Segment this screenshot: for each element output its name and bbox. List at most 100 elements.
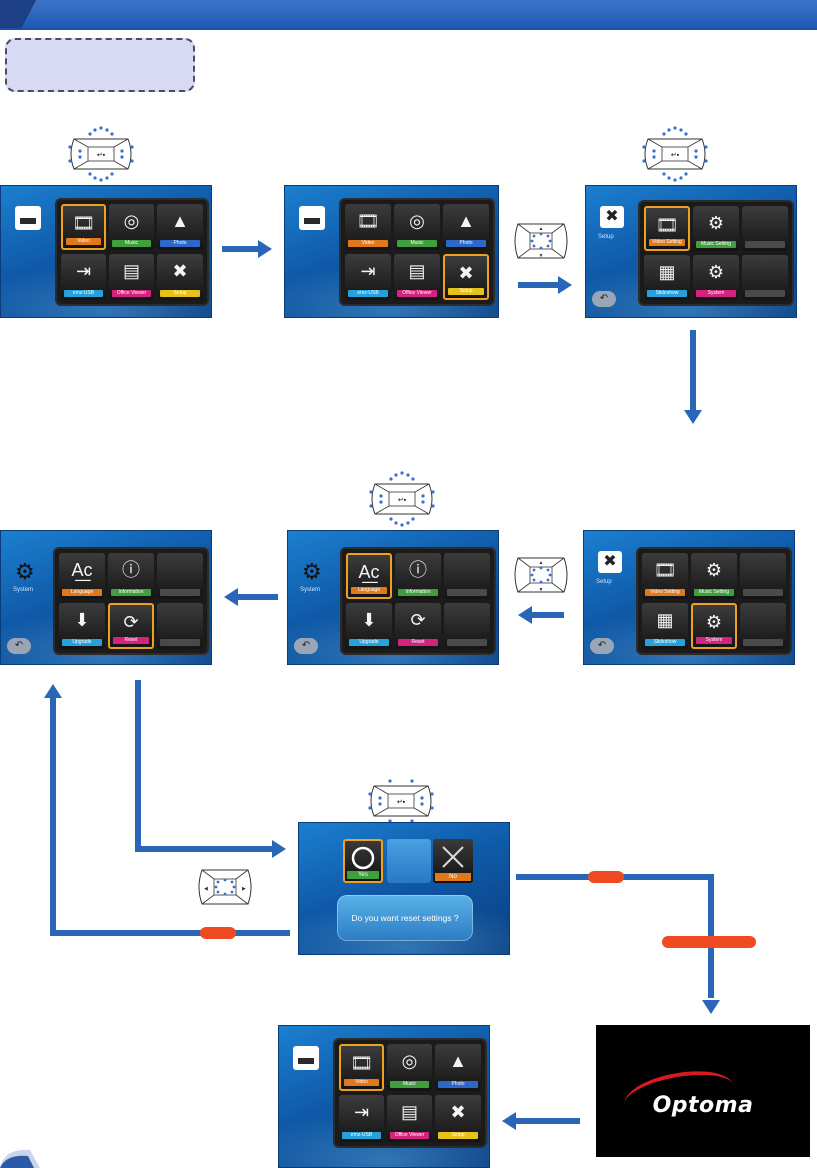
disc-icon: ◎ xyxy=(401,1051,418,1071)
menu-tile-video[interactable]: 🎞Video xyxy=(339,1044,384,1091)
language-icon: A͟c xyxy=(71,560,93,580)
dialog-no-button[interactable]: No xyxy=(433,839,473,883)
system-tile-reset[interactable]: ⟳Reset xyxy=(108,603,154,649)
reset-icon: ⟳ xyxy=(410,610,426,630)
svg-text:▶: ▶ xyxy=(242,886,246,892)
flow-arrowhead xyxy=(224,588,238,606)
flow-arrowhead xyxy=(518,606,532,624)
slideshow-icon: ▦ xyxy=(656,610,674,630)
home-menu-screen: 🎞Video ◎Music ▲Photo ⇥emz-USB ▤Office Vi… xyxy=(0,185,212,318)
menu-tile-usb[interactable]: ⇥emz-USB xyxy=(61,254,106,300)
remote-keypad-down-icon: ▲ ▼ xyxy=(514,223,568,259)
menu-tile-usb[interactable]: ⇥emz-USB xyxy=(339,1095,384,1142)
system-tile-empty xyxy=(444,603,490,649)
key-highlight-marker xyxy=(662,936,756,948)
menu-tile-video[interactable]: 🎞Video xyxy=(345,204,391,250)
menu-tile-setup[interactable]: ✖Setup xyxy=(435,1095,481,1142)
film-icon: 🎞 xyxy=(655,215,679,235)
setup-tile-music-setting[interactable]: ⚙Music Setting xyxy=(691,553,737,599)
menu-tile-music[interactable]: ◎Music xyxy=(387,1044,432,1091)
page-header-rule xyxy=(0,28,817,30)
svg-text:↵▪: ↵▪ xyxy=(397,799,406,806)
remote-keypad-enter-icon: ↵▪ xyxy=(68,126,134,182)
disc-icon: ◎ xyxy=(409,211,425,231)
menu-tile-usb[interactable]: ⇥emz-USB xyxy=(345,254,391,300)
document-icon: ▤ xyxy=(400,1102,418,1122)
photo-icon: ▲ xyxy=(457,211,475,231)
system-tile-empty xyxy=(157,603,203,649)
back-button[interactable]: ↶ xyxy=(590,638,614,654)
setup-tile-system[interactable]: ⚙System xyxy=(691,603,737,649)
menu-tile-photo[interactable]: ▲Photo xyxy=(435,1044,481,1091)
system-tile-empty xyxy=(444,553,490,599)
setup-tile-music-setting[interactable]: ⚙Music Setting xyxy=(693,206,739,251)
upgrade-icon: ⬇ xyxy=(361,610,377,630)
remote-keypad-enter-icon: ↵▪ xyxy=(368,779,434,823)
setup-tile-system[interactable]: ⚙System xyxy=(693,255,739,300)
flow-arrowhead xyxy=(558,276,572,294)
menu-tile-music[interactable]: ◎Music xyxy=(394,204,440,250)
film-icon: 🎞 xyxy=(653,560,677,580)
menu-tile-setup[interactable]: ✖Setup xyxy=(443,254,489,300)
setup-tile-slideshow[interactable]: ▦Slideshow xyxy=(644,255,690,300)
info-icon: ⓘ xyxy=(122,560,140,580)
usb-input-icon: ⇥ xyxy=(353,1102,370,1122)
home-menu-screen-setup-selected: 🎞Video ◎Music ▲Photo ⇥emz-USB ▤Office Vi… xyxy=(284,185,499,318)
gears-icon: ⚙ xyxy=(302,559,322,584)
usb-input-icon: ⇥ xyxy=(360,261,376,281)
menu-tile-office-viewer[interactable]: ▤Office Viewer xyxy=(109,254,154,300)
svg-text:↵▪: ↵▪ xyxy=(97,152,106,159)
flow-arrow-left xyxy=(530,612,564,618)
flow-arrow-right xyxy=(222,246,258,252)
menu-tile-photo[interactable]: ▲Photo xyxy=(443,204,489,250)
system-tile-empty xyxy=(157,553,203,599)
system-tile-upgrade[interactable]: ⬇Upgrade xyxy=(59,603,105,649)
svg-text:▼: ▼ xyxy=(539,587,544,593)
home-menu-screen-final: 🎞Video ◎Music ▲Photo ⇥emz-USB ▤Office Vi… xyxy=(278,1025,490,1168)
menu-tile-photo[interactable]: ▲Photo xyxy=(157,204,203,250)
home-menu-grid: 🎞Video ◎Music ▲Photo ⇥emz-USB ▤Office Vi… xyxy=(335,1040,485,1146)
back-button[interactable]: ↶ xyxy=(592,291,616,307)
upgrade-icon: ⬇ xyxy=(74,610,90,630)
system-tile-upgrade[interactable]: ⬇Upgrade xyxy=(346,603,392,649)
optoma-splash-screen: Optoma xyxy=(596,1025,810,1157)
setup-tile-empty xyxy=(742,206,788,251)
dialog-message: Do you want reset settings ? xyxy=(337,895,473,941)
menu-tile-music[interactable]: ◎Music xyxy=(109,204,154,250)
page-header-bar xyxy=(0,0,817,28)
dialog-yes-button[interactable]: Yes xyxy=(343,839,383,883)
setup-menu-grid: 🎞Video Setting ⚙Music Setting ▦Slideshow… xyxy=(638,549,790,653)
remote-keypad-enter-icon: ↵▪ xyxy=(369,471,435,527)
film-icon: 🎞 xyxy=(350,1053,373,1073)
setup-tile-video-setting[interactable]: 🎞Video Setting xyxy=(642,553,688,599)
menu-tile-setup[interactable]: ✖Setup xyxy=(157,254,203,300)
back-button[interactable]: ↶ xyxy=(294,638,318,654)
setup-menu-screen: ✖ Setup 🎞Video Setting ⚙Music Setting ▦S… xyxy=(585,185,797,318)
flow-arrowhead xyxy=(272,840,286,858)
setup-tile-slideshow[interactable]: ▦Slideshow xyxy=(642,603,688,649)
disc-icon: ◎ xyxy=(123,211,140,231)
back-button[interactable]: ↶ xyxy=(7,638,31,654)
flow-connector xyxy=(135,680,141,852)
menu-tile-office-viewer[interactable]: ▤Office Viewer xyxy=(394,254,440,300)
flow-arrow-right xyxy=(518,282,560,288)
menu-tile-video[interactable]: 🎞Video xyxy=(61,204,106,250)
menu-tile-office-viewer[interactable]: ▤Office Viewer xyxy=(387,1095,432,1142)
flow-arrowhead xyxy=(702,1000,720,1014)
flow-arrow-down xyxy=(690,330,696,412)
svg-text:↵▪: ↵▪ xyxy=(398,497,407,504)
system-tile-reset[interactable]: ⟳Reset xyxy=(395,603,441,649)
setup-tile-empty xyxy=(740,603,786,649)
usb-input-icon: ⇥ xyxy=(75,261,92,281)
remote-keypad-enter-icon: ↵▪ xyxy=(642,126,708,182)
setup-menu-grid: 🎞Video Setting ⚙Music Setting ▦Slideshow… xyxy=(640,202,792,304)
setup-tile-video-setting[interactable]: 🎞Video Setting xyxy=(644,206,690,251)
flow-connector xyxy=(50,930,290,936)
music-gear-icon: ⚙ xyxy=(705,560,723,580)
optoma-logo-text: Optoma xyxy=(652,1093,754,1118)
